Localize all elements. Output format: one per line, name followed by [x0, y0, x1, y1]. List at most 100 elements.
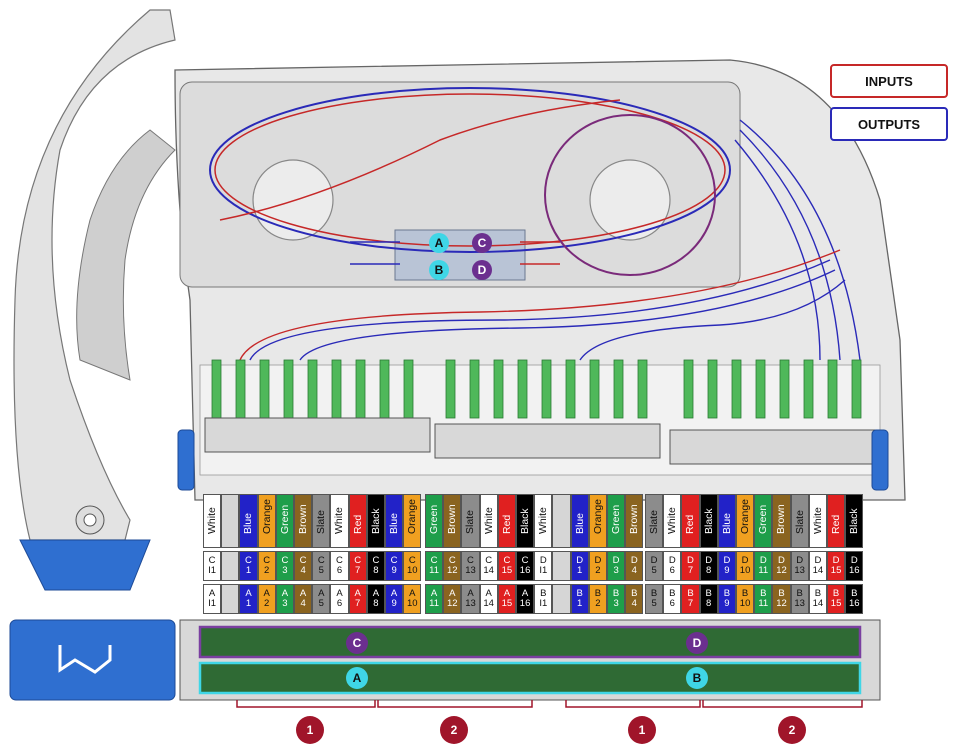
port-tray-letter: D — [612, 555, 620, 566]
fiber-color-label: Black — [702, 507, 715, 534]
port-number: 11 — [429, 565, 440, 576]
port-number: 14 — [483, 565, 494, 576]
port-number: 14 — [812, 598, 824, 609]
port-number: 1 — [577, 565, 583, 576]
fiber-color-cell: Orange — [257, 494, 276, 548]
port-tray-letter: C — [317, 555, 325, 566]
fiber-color-label: Slate — [464, 509, 477, 534]
fiber-color-label: Slate — [315, 509, 328, 534]
splice-holder — [394, 229, 526, 281]
port-number: 1 — [245, 565, 252, 576]
left-cable-guide — [13, 9, 176, 541]
fiber-color-cell: Green — [607, 494, 626, 548]
port-number: 8 — [706, 598, 712, 609]
port-number: 12 — [446, 598, 458, 609]
inputs-label: INPUTS — [865, 73, 913, 89]
fiber-color-cell: Slate — [790, 494, 809, 548]
marker-d-top: D — [472, 260, 492, 280]
port-number: I1 — [539, 565, 548, 576]
port-tray-letter: C — [263, 555, 271, 566]
lc-connector-row — [211, 359, 862, 419]
fiber-color-cell — [552, 494, 571, 548]
right-spool — [589, 159, 671, 241]
port-tray-letter: B — [650, 588, 658, 599]
marker-d-side: D — [686, 632, 708, 654]
port-tray-letter: B — [669, 588, 676, 599]
port-tray-letter: C — [467, 555, 474, 566]
port-number: 15 — [501, 598, 513, 609]
port-number: 14 — [812, 565, 824, 576]
marker-b-top: B — [429, 260, 449, 280]
port-number: 11 — [758, 598, 769, 609]
fiber-color-label: Green — [609, 504, 622, 534]
port-tray-letter: B — [576, 588, 583, 599]
port-tray-letter: B — [612, 588, 620, 599]
port-tray-letter: A — [449, 588, 456, 599]
port-tray-letter: A — [521, 588, 529, 599]
fiber-color-cell: Slate — [461, 494, 480, 548]
port-tray-letter: C — [430, 555, 438, 566]
port-tray-letter: C — [521, 555, 529, 566]
port-number: 6 — [669, 565, 675, 576]
port-tray-letter: D — [850, 555, 858, 566]
port-tray-letter: B — [705, 588, 712, 599]
port-tray-letter: C — [354, 555, 362, 566]
port-number: 11 — [429, 598, 440, 609]
port-tray-letter: D — [594, 555, 602, 566]
port-number: 7 — [355, 598, 361, 609]
fiber-color-cell: Black — [699, 494, 718, 548]
port-number: 8 — [373, 565, 379, 576]
port-tray-letter: B — [814, 588, 822, 599]
port-number: 13 — [465, 598, 476, 609]
port-tray-letter: A — [430, 588, 438, 599]
port-tray-letter: C — [281, 555, 289, 566]
adapter-block-left — [204, 417, 431, 453]
fiber-color-label: Green — [757, 504, 770, 534]
port-number: 15 — [501, 565, 513, 576]
fiber-color-label: Orange — [591, 498, 604, 534]
port-number: 5 — [651, 565, 657, 576]
adapter-block-middle — [434, 423, 661, 459]
port-tray-letter: D — [832, 555, 840, 566]
fiber-color-cell: Red — [497, 494, 516, 548]
fiber-color-cell: Blue — [239, 494, 258, 548]
fiber-color-cell: Slate — [645, 494, 664, 548]
group-number-3: 1 — [628, 716, 656, 744]
port-tray-letter: D — [814, 555, 822, 566]
port-tray-letter: A — [281, 588, 289, 599]
fiber-color-label: Orange — [406, 498, 419, 534]
port-number: 10 — [739, 598, 751, 609]
port-tray-letter: C — [408, 555, 416, 566]
port-number: 15 — [830, 598, 842, 609]
port-number: 10 — [406, 565, 418, 576]
port-tray-letter: A — [299, 588, 307, 599]
port-tray-letter: D — [741, 555, 749, 566]
port-number: 6 — [336, 565, 343, 576]
port-tray-letter: A — [409, 588, 416, 599]
port-number: 3 — [613, 598, 619, 609]
port-number: 6 — [669, 598, 675, 609]
fiber-color-label: White — [537, 506, 550, 534]
group-number-1: 1 — [296, 716, 324, 744]
port-tray-letter: A — [336, 588, 343, 599]
port-tray-letter: B — [594, 588, 602, 599]
fiber-color-label: Orange — [260, 498, 273, 534]
marker-a-side: A — [346, 667, 368, 689]
